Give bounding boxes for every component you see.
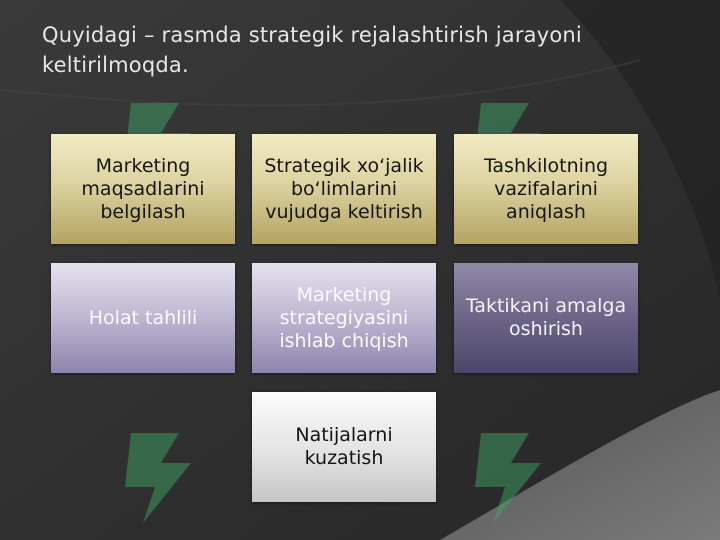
slide-title: Quyidagi – rasmda strategik rejalashtiri…: [42, 23, 582, 77]
step-monitor-results: Natijalarni kuzatish: [252, 392, 436, 502]
step-strategic-business-units: Strategik xo‘jalik bo‘limlarini vujudga …: [252, 134, 436, 244]
step-tactics-implementation: Taktikani amalga oshirish: [454, 263, 638, 373]
step-marketing-strategy: Marketing strategiyasini ishlab chiqish: [252, 263, 436, 373]
step-situation-analysis: Holat tahlili: [51, 263, 235, 373]
step-marketing-goals: Marketing maqsadlarini belgilash: [51, 134, 235, 244]
step-organization-tasks: Tashkilotning vazifalarini aniqlash: [454, 134, 638, 244]
